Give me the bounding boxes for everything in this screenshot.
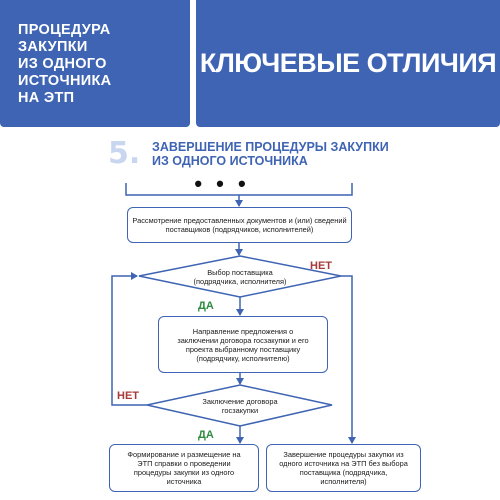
header-left-title: ПРОЦЕДУРА ЗАКУПКИ ИЗ ОДНОГО ИСТОЧНИКА НА… [18,22,112,106]
header-right-title: КЛЮЧЕВЫЕ ОТЛИЧИЯ [199,48,497,78]
section-heading: 5. ЗАВЕРШЕНИЕ ПРОЦЕДУРЫ ЗАКУПКИ ИЗ ОДНОГ… [108,136,408,171]
decision-contract-label: Заключение договора госзакупки [202,396,278,415]
section-number: 5. [108,136,141,171]
label-no-contract: НЕТ [117,390,139,402]
connector-decision1-completion [341,275,356,444]
review-documents-box: Рассмотрение предоставленных документов … [127,207,352,243]
connector-decision2-loop [111,272,147,406]
header-left-panel: ПРОЦЕДУРА ЗАКУПКИ ИЗ ОДНОГО ИСТОЧНИКА НА… [0,0,190,127]
completion-no-supplier-box: Завершение процедуры закупки из одного и… [266,444,421,492]
label-yes-contract: ДА [198,429,214,441]
label-yes-select: ДА [198,300,214,312]
decision-select-label: Выбор поставщика (подрядчика, исполнител… [193,268,287,286]
header-right-panel: КЛЮЧЕВЫЕ ОТЛИЧИЯ [196,0,500,127]
direction-proposal-box: Направление предложения о заключении дог… [158,316,328,373]
formation-report-box: Формирование и размещение на ЭТП справки… [109,444,259,492]
ellipsis-indicator: • • • [194,171,250,196]
section-title: ЗАВЕРШЕНИЕ ПРОЦЕДУРЫ ЗАКУПКИ ИЗ ОДНОГО И… [152,140,389,168]
label-no-select: НЕТ [310,260,332,272]
